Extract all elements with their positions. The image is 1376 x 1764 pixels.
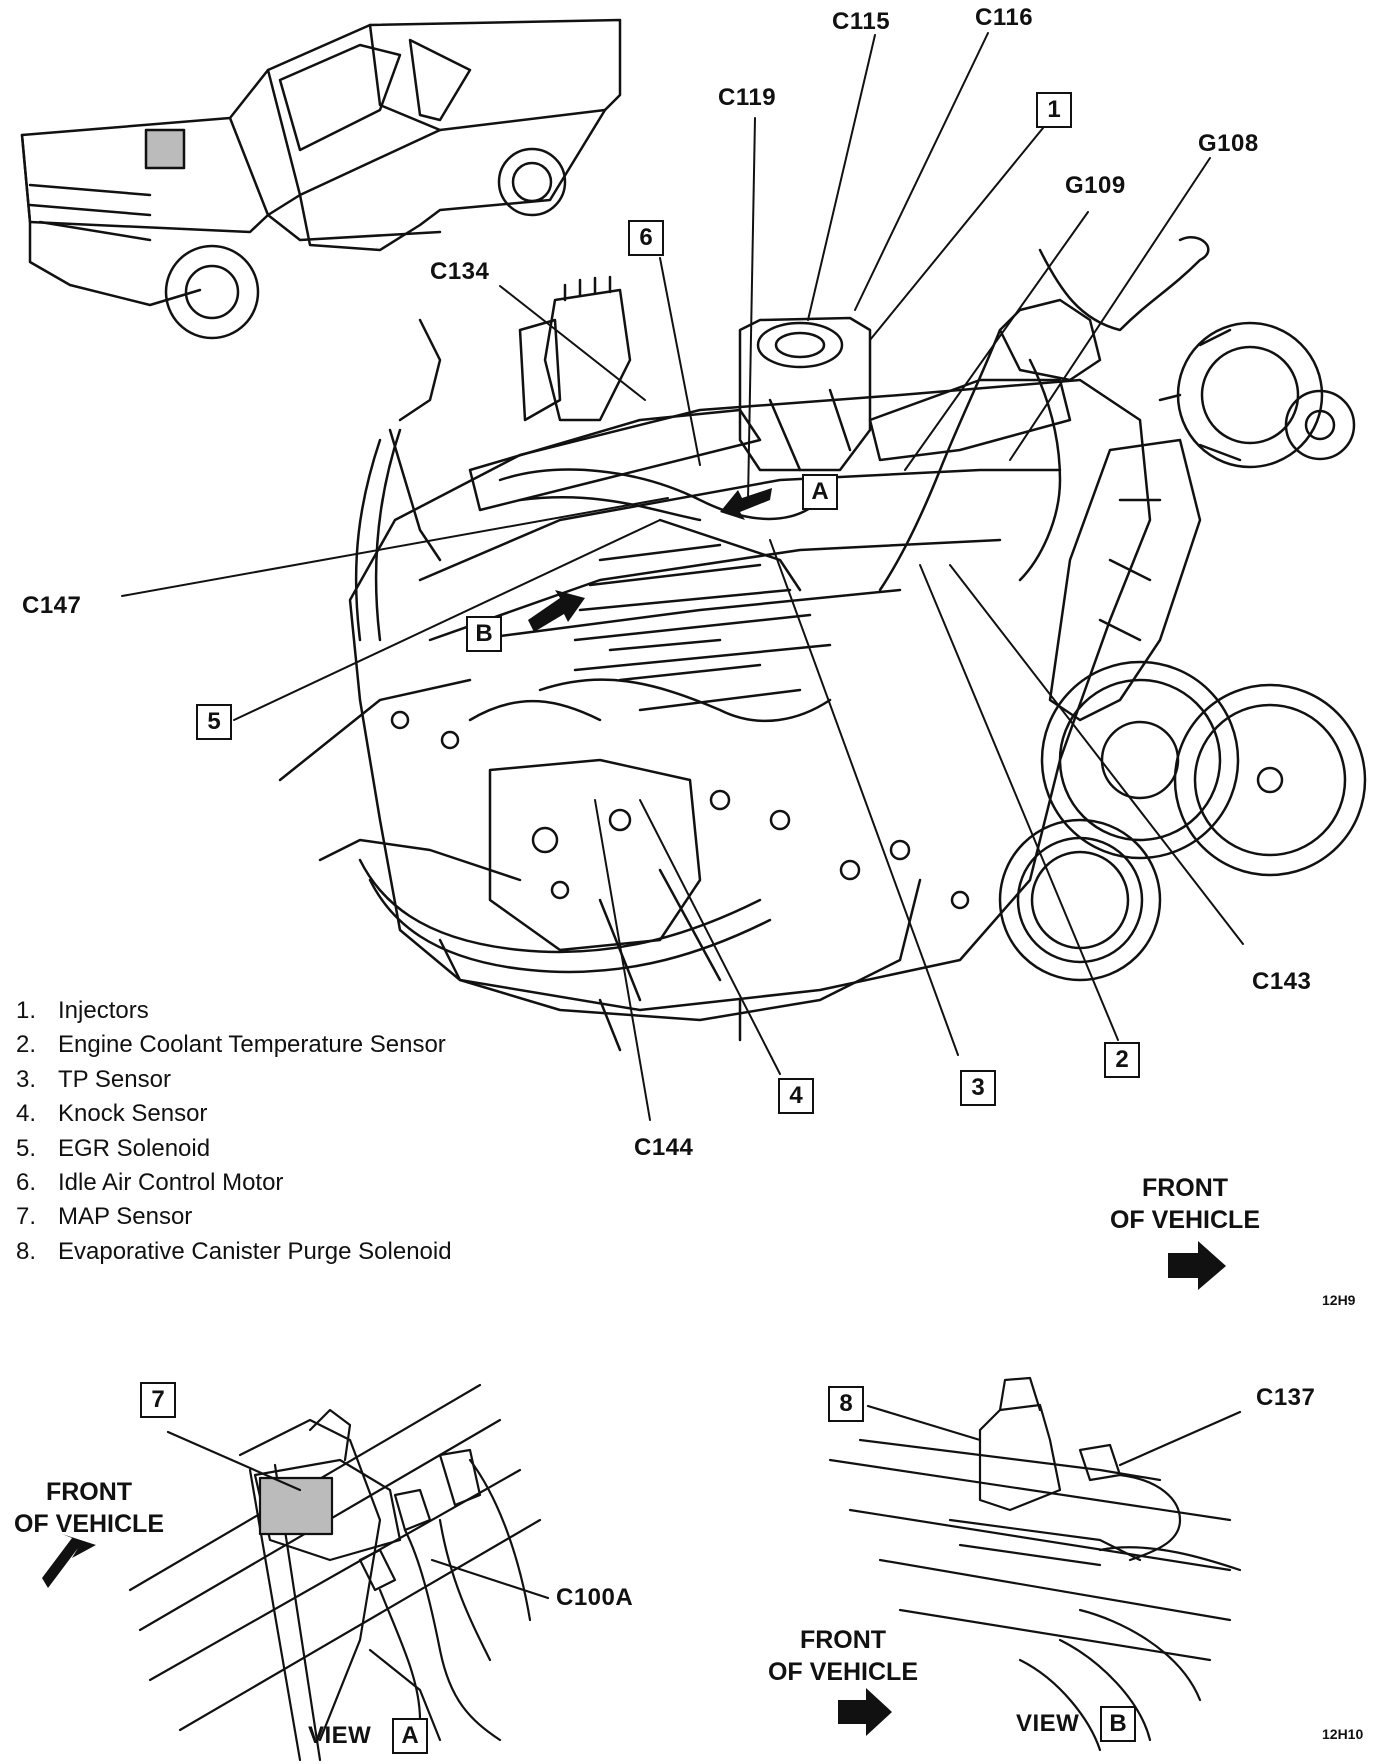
front-label-line1: FRONT	[45, 1478, 133, 1506]
connector-label-c134: C134	[430, 258, 490, 285]
connector-label-c116: C116	[975, 4, 1034, 31]
front-label-line2: OF VEHICLE	[1109, 1206, 1260, 1234]
callout-box-7: 7	[140, 1382, 176, 1418]
callout-box-5: 5	[196, 704, 232, 740]
legend-number: 3.	[16, 1065, 37, 1093]
front-label-line2: OF VEHICLE	[767, 1658, 918, 1686]
legend-label: MAP Sensor	[58, 1203, 193, 1231]
legend-number: 8.	[16, 1237, 37, 1265]
legend-number: 1.	[16, 997, 37, 1024]
front-label-line2: OF VEHICLE	[13, 1510, 164, 1538]
legend-label: Injectors	[58, 997, 149, 1024]
callout-box-8: 8	[828, 1386, 864, 1422]
legend-item: 5. EGR Solenoid	[16, 1132, 576, 1166]
view-arrows	[528, 488, 772, 632]
component-legend: 1. Injectors 2. Engine Coolant Temperature…	[16, 994, 576, 1269]
legend-number: 6.	[16, 1168, 37, 1196]
front-of-vehicle-view-a: FRONT OF VEHICLE	[4, 1476, 174, 1540]
front-of-vehicle-main: FRONT OF VEHICLE	[1080, 1172, 1290, 1236]
engine-illustration	[278, 236, 1367, 1052]
connector-label-c144: C144	[634, 1134, 694, 1161]
front-label-line1: FRONT	[1141, 1174, 1229, 1202]
legend-item: 8. Evaporative Canister Purge Solenoid	[16, 1235, 576, 1269]
connector-label-g109: G109	[1065, 172, 1126, 199]
legend-number: 2.	[16, 1031, 37, 1059]
view-a-label-box: A	[392, 1718, 428, 1754]
connector-label-g108: G108	[1198, 130, 1259, 157]
callout-box-6: 6	[628, 220, 664, 256]
callout-box-4: 4	[778, 1078, 814, 1114]
callout-box-2: 2	[1104, 1042, 1140, 1078]
connector-label-c115: C115	[832, 8, 891, 35]
legend-label: Knock Sensor	[58, 1100, 208, 1128]
connector-label-c137: C137	[1256, 1384, 1316, 1411]
view-b-illustration	[828, 1376, 1242, 1752]
legend-item: 3. TP Sensor	[16, 1063, 576, 1097]
legend-label: EGR Solenoid	[58, 1134, 211, 1162]
figure-code-views: 12H10	[1322, 1726, 1364, 1742]
callout-box-view-a: A	[802, 474, 838, 510]
legend-number: 7.	[16, 1203, 37, 1231]
front-arrow-icon	[1168, 1241, 1226, 1290]
legend-item: 6. Idle Air Control Motor	[16, 1166, 576, 1200]
legend-number: 5.	[16, 1134, 37, 1162]
front-of-vehicle-view-b: FRONT OF VEHICLE	[758, 1624, 928, 1688]
view-b-front-arrow-icon	[838, 1688, 892, 1736]
connector-label-c143: C143	[1252, 968, 1312, 995]
figure-code-main: 12H9	[1322, 1292, 1356, 1308]
truck-locator-illustration	[20, 18, 622, 340]
legend-label: Evaporative Canister Purge Solenoid	[58, 1237, 452, 1265]
legend-number: 4.	[16, 1100, 37, 1128]
legend-label: Idle Air Control Motor	[58, 1168, 284, 1196]
callout-box-3: 3	[960, 1070, 996, 1106]
legend-item: 4. Knock Sensor	[16, 1097, 576, 1131]
front-label-line1: FRONT	[799, 1626, 887, 1654]
view-a-front-arrow-icon	[42, 1534, 96, 1588]
callout-leader-lines	[121, 32, 1244, 1121]
legend-label: TP Sensor	[58, 1065, 171, 1093]
view-a-label: VIEW	[308, 1722, 372, 1749]
view-b-label: VIEW	[1016, 1710, 1080, 1737]
legend-item: 2. Engine Coolant Temperature Sensor	[16, 1028, 576, 1062]
connector-label-c147: C147	[22, 592, 82, 619]
legend-item: 7. MAP Sensor	[16, 1200, 576, 1234]
view-b-label-box: B	[1100, 1706, 1136, 1742]
callout-box-view-b: B	[466, 616, 502, 652]
connector-label-c119: C119	[718, 84, 777, 111]
connector-label-c100a: C100A	[556, 1584, 634, 1611]
legend-item: 1. Injectors	[16, 994, 576, 1028]
callout-box-1: 1	[1036, 92, 1072, 128]
view-a-illustration	[128, 1383, 550, 1762]
legend-label: Engine Coolant Temperature Sensor	[58, 1031, 446, 1059]
